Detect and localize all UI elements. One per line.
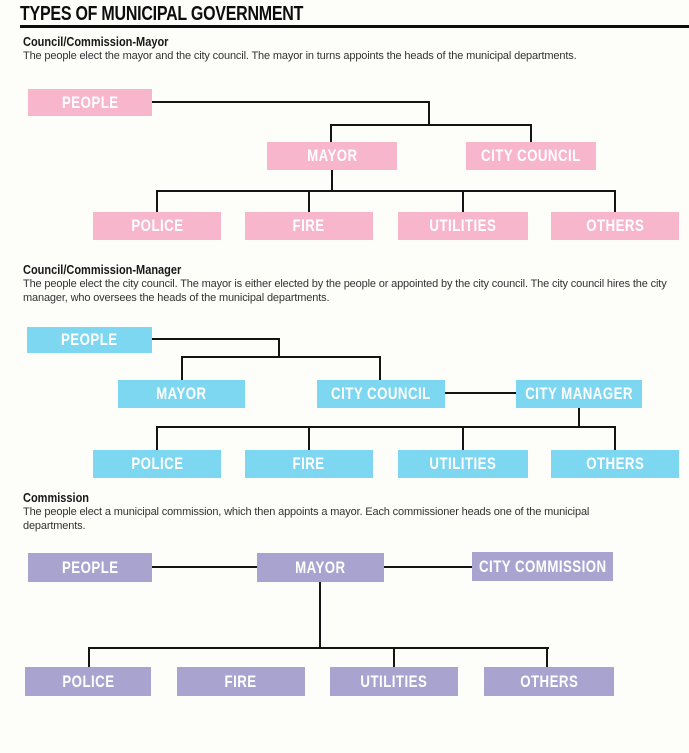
connector [330, 124, 332, 142]
section-heading: Council/Commission-Manager [23, 263, 182, 277]
node-fire: FIRE [245, 450, 373, 478]
node-label: OTHERS [519, 671, 579, 691]
connector [614, 190, 616, 212]
section-description: The people elect a municipal commission,… [23, 506, 590, 532]
connector [384, 566, 472, 568]
connector [156, 190, 158, 212]
node-label: OTHERS [585, 216, 645, 235]
node-label: CITY COUNCIL [481, 146, 581, 165]
node-city-commission: CITY COMMISSION [472, 552, 613, 581]
connector [445, 392, 516, 394]
connector [462, 426, 464, 450]
node-utilities: UTILITIES [398, 450, 528, 478]
connector [308, 190, 310, 212]
connector [181, 356, 381, 358]
node-people: PEOPLE [27, 327, 152, 353]
connector [152, 566, 257, 568]
connector [88, 647, 549, 649]
connector [278, 338, 280, 358]
connector [319, 582, 321, 649]
node-utilities: UTILITIES [330, 667, 458, 696]
connector [156, 426, 616, 428]
page-title: TYPES OF MUNICIPAL GOVERNMENT [20, 3, 304, 25]
node-label: CITY COUNCIL [331, 384, 431, 403]
node-city-manager: CITY MANAGER [516, 380, 642, 408]
connector [379, 356, 381, 380]
node-label: POLICE [130, 216, 184, 235]
node-people: PEOPLE [28, 89, 152, 116]
connector [428, 101, 430, 126]
section-heading: Commission [23, 491, 90, 505]
node-label: UTILITIES [429, 216, 497, 235]
section-description: The people elect the mayor and the city … [23, 50, 577, 62]
node-label: UTILITIES [360, 671, 428, 691]
connector [462, 190, 464, 212]
connector [546, 647, 548, 667]
node-label: PEOPLE [61, 330, 118, 349]
node-label: POLICE [61, 671, 115, 691]
node-city-council: CITY COUNCIL [466, 142, 596, 170]
node-label: FIRE [292, 454, 326, 473]
node-others: OTHERS [484, 667, 614, 696]
node-others: OTHERS [551, 212, 679, 240]
node-mayor: MAYOR [267, 142, 397, 170]
node-fire: FIRE [245, 212, 373, 240]
node-mayor: MAYOR [118, 380, 245, 408]
connector [308, 426, 310, 450]
connector [152, 338, 280, 340]
node-label: PEOPLE [61, 92, 119, 112]
connector [152, 101, 430, 103]
connector [331, 170, 333, 190]
connector [88, 647, 90, 667]
node-label: FIRE [224, 671, 258, 691]
node-label: FIRE [292, 216, 326, 235]
node-people: PEOPLE [28, 553, 152, 582]
section-description: The people elect the city council. The m… [23, 278, 667, 304]
connector [181, 356, 183, 380]
node-fire: FIRE [177, 667, 305, 696]
node-label: OTHERS [585, 454, 645, 473]
connector [156, 426, 158, 450]
connector [156, 190, 616, 192]
connector [614, 426, 616, 450]
connector [530, 124, 532, 142]
node-others: OTHERS [551, 450, 679, 478]
connector [393, 647, 395, 667]
node-police: POLICE [25, 667, 151, 696]
node-label: UTILITIES [429, 454, 497, 473]
connector [578, 408, 580, 427]
node-police: POLICE [93, 212, 221, 240]
node-police: POLICE [93, 450, 221, 478]
title-rule [20, 25, 689, 28]
node-city-council: CITY COUNCIL [317, 380, 445, 408]
node-utilities: UTILITIES [398, 212, 528, 240]
node-label: PEOPLE [61, 557, 119, 577]
node-label: POLICE [130, 454, 184, 473]
node-label: CITY COMMISSION [478, 556, 607, 576]
section-heading: Council/Commission-Mayor [23, 35, 169, 49]
node-label: CITY MANAGER [525, 384, 633, 403]
node-mayor: MAYOR [257, 553, 384, 582]
node-label: MAYOR [295, 557, 346, 577]
node-label: MAYOR [306, 146, 358, 165]
node-label: MAYOR [156, 384, 207, 403]
connector [330, 124, 532, 126]
